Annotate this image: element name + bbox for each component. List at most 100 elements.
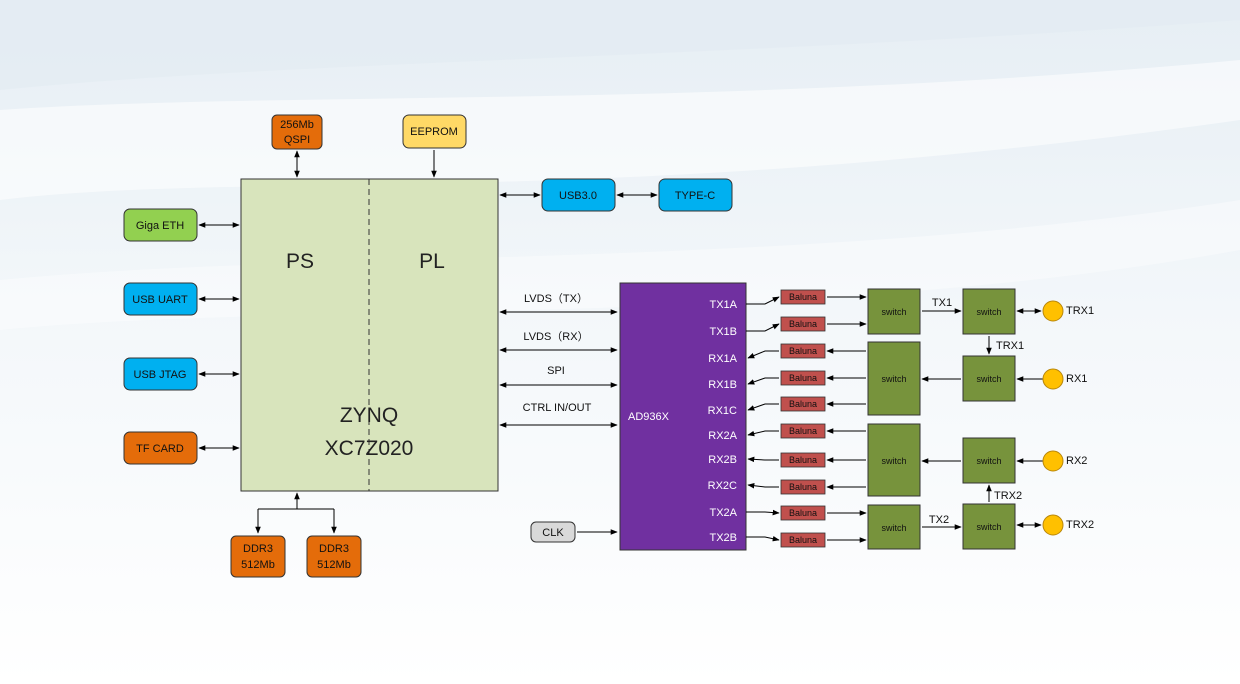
balun-tx2b: Baluna [780,532,826,548]
balun-tx1a: Baluna [780,289,826,305]
switch-rx1: switch [867,341,921,416]
switch-label: switch [881,523,906,533]
balun-label: Baluna [789,426,817,436]
ad936x-block: AD936X [619,282,747,551]
switch-trx2-ant: switch [962,503,1016,550]
port-tx1a: TX1A [709,299,737,311]
antenna-label: TRX2 [1066,519,1094,531]
port-wire-tx1b [746,323,780,332]
clk-label: CLK [542,527,564,539]
balun-tx2a: Baluna [780,505,826,521]
ddr3-a-size: 512Mb [241,559,275,571]
port-wire-rx1a [747,350,779,359]
switch-label: switch [881,374,906,384]
balun-rx1c: Baluna [780,396,826,412]
usb-uart-label: USB UART [132,294,188,306]
antenna-icon [1042,450,1064,472]
port-wire-tx1a [746,296,780,305]
balun-rx2a: Baluna [780,423,826,439]
port-wire-rx2c [747,482,779,489]
antenna-icon [1042,514,1064,536]
balun-label: Baluna [789,535,817,545]
switch-label: switch [976,307,1001,317]
trx2-link-label: TRX2 [994,490,1022,502]
balun-label: Baluna [789,319,817,329]
port-wire-tx2a [746,509,780,516]
tf-card-block: TF CARD [123,431,198,465]
port-rx1b: RX1B [708,379,737,391]
zynq-block: PS PL ZYNQ XC7Z020 [240,178,499,492]
spi-label: SPI [547,365,565,377]
balun-label: Baluna [789,482,817,492]
switch-tx1: switch [867,288,921,335]
port-tx2a: TX2A [709,507,737,519]
switch-trx1-ant: switch [962,288,1016,335]
pl-label: PL [419,250,445,273]
ddr3-a-type: DDR3 [243,543,273,555]
port-wire-rx2a [747,430,779,437]
switch-tx2: switch [867,504,921,550]
typec-label: TYPE-C [675,190,715,202]
antenna-icon [1042,368,1064,390]
balun-label: Baluna [789,508,817,518]
typec-block: TYPE-C [658,178,733,212]
ddr-bus [258,493,334,510]
balun-label: Baluna [789,455,817,465]
usb-jtag-label: USB JTAG [134,369,187,381]
antenna-rx1: RX1 [1042,368,1087,390]
port-wire-rx1b [747,377,779,385]
giga-eth-block: Giga ETH [123,208,198,242]
tx1-label: TX1 [932,297,952,309]
eeprom-block: EEPROM [402,114,467,149]
ad936x-ports: TX1ABalunaTX1BBalunaRX1ABalunaRX1BBaluna… [708,289,867,548]
lvds-tx-label: LVDS（TX） [524,292,588,305]
giga-eth-label: Giga ETH [136,220,184,232]
antenna-label: RX1 [1066,373,1087,385]
balun-label: Baluna [789,292,817,302]
antenna-rx2: RX2 [1042,450,1087,472]
port-wire-rx2b [747,456,779,463]
usb3-block: USB3.0 [541,178,616,212]
port-rx1c: RX1C [708,405,737,417]
balun-rx1b: Baluna [780,370,826,386]
trx1-link-label: TRX1 [996,340,1024,352]
switch-label: switch [976,522,1001,532]
port-wire-rx1c [747,403,779,411]
switch-rx2-ant: switch [962,437,1016,484]
antenna-label: TRX1 [1066,305,1094,317]
port-rx2b: RX2B [708,454,737,466]
balun-label: Baluna [789,373,817,383]
antenna-icon [1042,300,1064,322]
balun-label: Baluna [789,346,817,356]
ctrl-label: CTRL IN/OUT [523,402,592,414]
usb-jtag-block: USB JTAG [123,357,198,391]
switch-label: switch [881,456,906,466]
zynq-name: ZYNQ [340,404,398,427]
eeprom-label: EEPROM [410,126,458,138]
switch-label: switch [881,307,906,317]
qspi-label: QSPI [284,134,310,146]
balun-rx2c: Baluna [780,479,826,495]
balun-rx1a: Baluna [780,343,826,359]
antenna-trx1: TRX1 [1042,300,1094,322]
port-tx2b: TX2B [709,532,737,544]
balun-label: Baluna [789,399,817,409]
ddr3-b-size: 512Mb [317,559,351,571]
qspi-block: 256Mb QSPI [271,114,323,150]
port-tx1b: TX1B [709,326,737,338]
lvds-rx-label: LVDS（RX） [523,330,588,343]
ddr3-a-block: DDR3 512Mb [230,535,286,578]
switch-rx1-ant: switch [962,355,1016,402]
antenna-trx2: TRX2 [1042,514,1094,536]
tf-card-label: TF CARD [136,443,184,455]
zynq-part-number: XC7Z020 [325,437,414,460]
switch-label: switch [976,456,1001,466]
port-wire-tx2b [746,535,780,542]
port-rx1a: RX1A [708,353,737,365]
usb-uart-block: USB UART [123,282,198,316]
balun-rx2b: Baluna [780,452,826,468]
tx2-label: TX2 [929,514,949,526]
